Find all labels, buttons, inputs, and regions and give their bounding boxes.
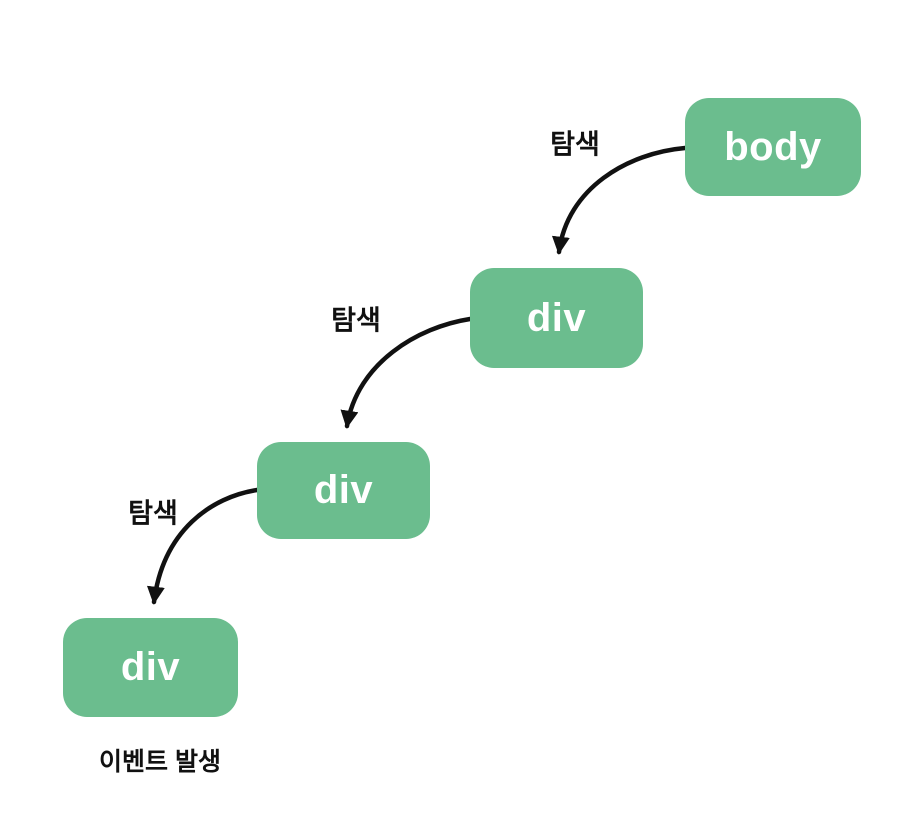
node-div-2-label: div xyxy=(313,468,374,512)
node-div-1-label: div xyxy=(526,295,587,340)
edge-label-traversal-3: 탐색 xyxy=(128,498,178,529)
node-div-2: div xyxy=(257,442,430,539)
event-origin-caption: 이벤트 발생 xyxy=(99,748,221,776)
edge-label-traversal-1: 탐색 xyxy=(550,129,600,160)
node-body: body xyxy=(685,98,861,196)
arrow-body-to-div1 xyxy=(551,145,688,255)
node-div-3-label: div xyxy=(120,645,181,689)
edge-label-traversal-2: 탐색 xyxy=(331,305,381,336)
node-div-1: div xyxy=(470,268,643,368)
node-body-label: body xyxy=(724,124,822,169)
node-div-3: div xyxy=(63,618,238,717)
